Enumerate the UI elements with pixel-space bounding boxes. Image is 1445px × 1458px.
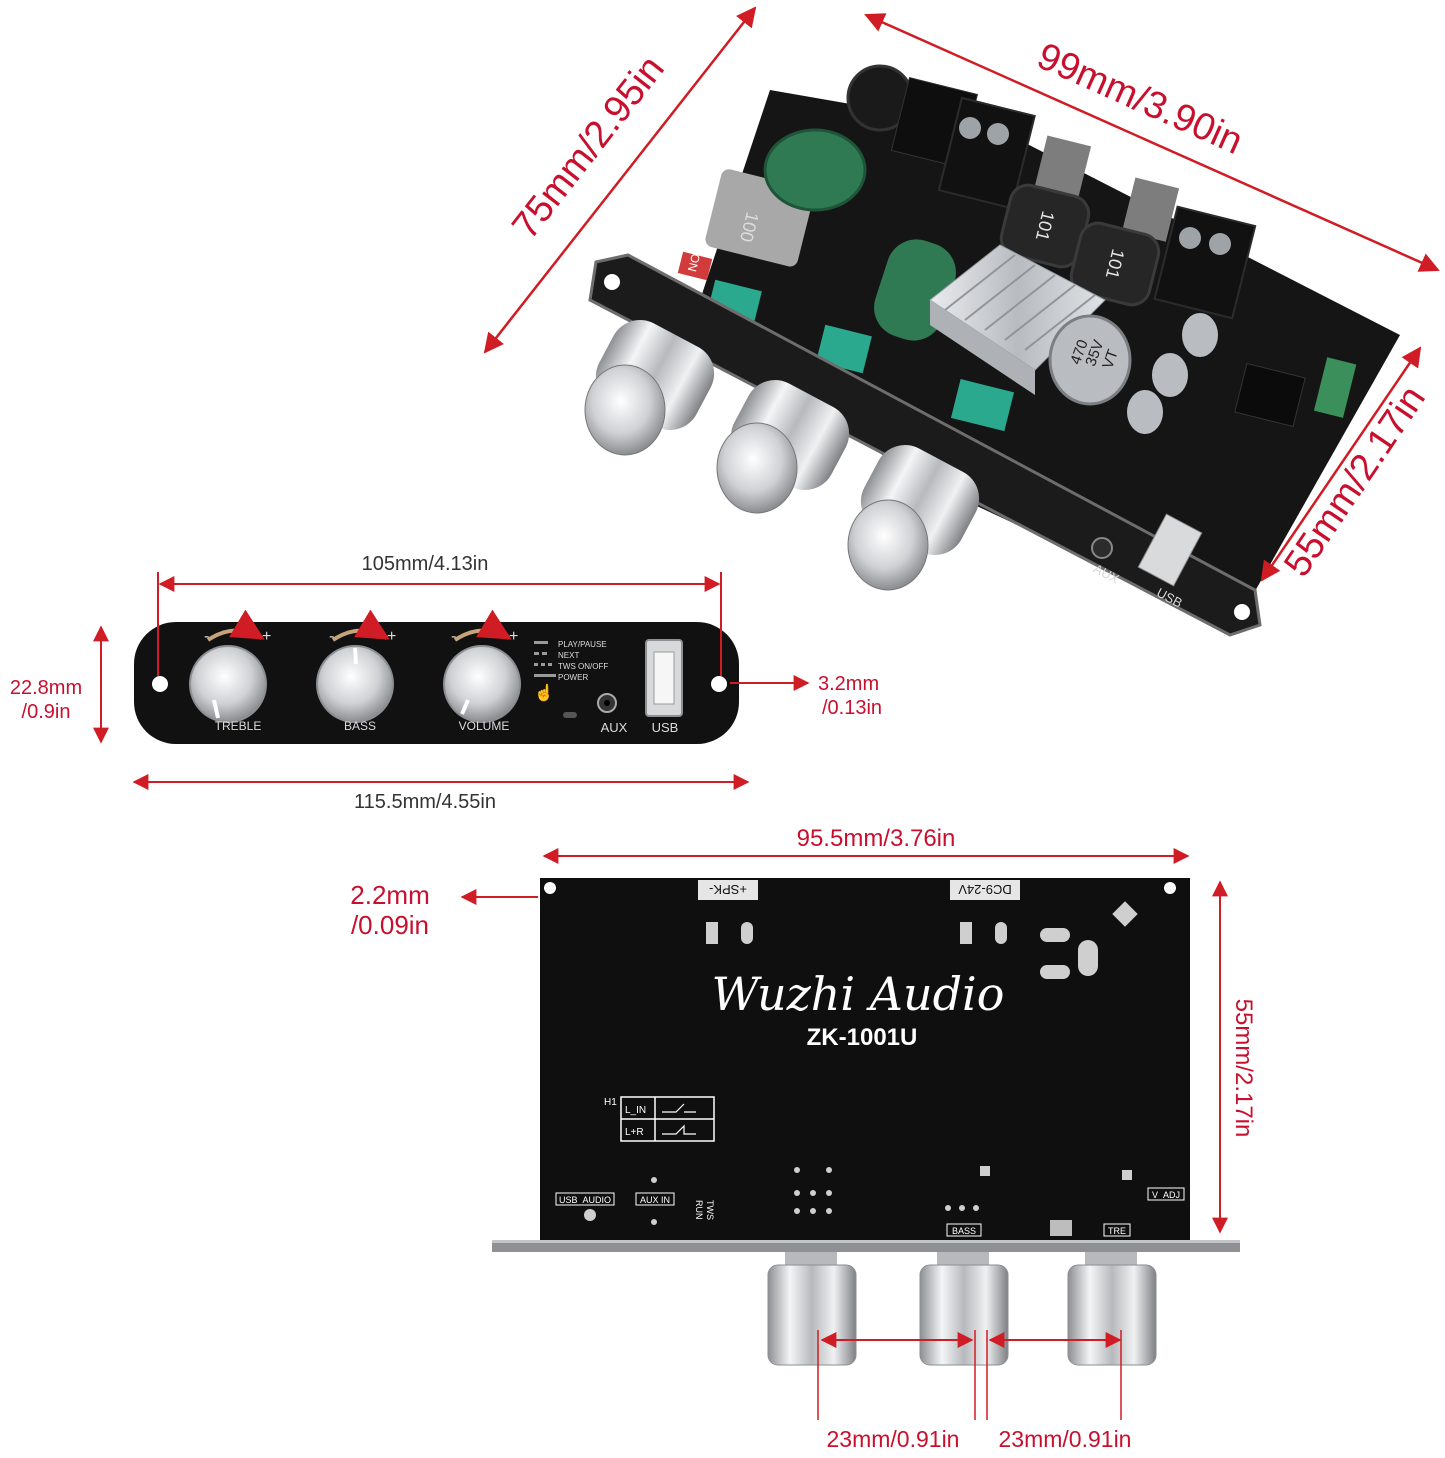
h1-label: H1	[604, 1097, 617, 1108]
v-adj-label: V_ADJ	[1152, 1190, 1180, 1200]
pad-7	[1078, 940, 1098, 976]
knob-bass[interactable]: - + BASS	[316, 609, 396, 733]
dim-bottom-width: 95.5mm/3.76in	[797, 825, 956, 852]
dim-hole-diameter-mm: 3.2mm	[818, 673, 879, 695]
legend-play-pause: PLAY/PAUSE	[558, 640, 607, 649]
bottom-pcb	[540, 878, 1190, 1243]
tre-label: TRE	[1108, 1226, 1126, 1236]
dim-bottom-hole-mm: 2.2mm	[350, 880, 429, 910]
dc-label: DC9-24V	[958, 882, 1012, 897]
small-cap-3	[1127, 390, 1163, 434]
panel-hole-left	[604, 274, 620, 290]
pot-3	[950, 379, 1015, 432]
button-legend: PLAY/PAUSE NEXT TWS ON/OFF POWER ☝	[534, 640, 608, 702]
usb-port[interactable]: USB	[645, 639, 683, 735]
panel-mount-hole-left	[152, 676, 168, 692]
bottom-board-view: +SPK- DC9-24V Wuzhi Audio ZK-1001U H1 L_…	[492, 878, 1240, 1366]
knob-treble-label: TREBLE	[215, 719, 262, 733]
dim-panel-width: 115.5mm/4.55in	[354, 791, 496, 813]
run-label: RUN	[694, 1200, 704, 1220]
pad-1	[706, 922, 718, 944]
dim-knob-spacing-right: 23mm/0.91in	[999, 1426, 1132, 1452]
aux-jack[interactable]: AUX	[597, 693, 628, 735]
terminal-screw-1	[959, 117, 981, 139]
pad-6	[1040, 965, 1070, 979]
capacitor-left	[763, 128, 867, 212]
terminal-screw-4	[1209, 233, 1231, 255]
capacitor-470	[1048, 314, 1132, 406]
dim-line-top-height	[1260, 346, 1422, 582]
bottom-mount-hole-right	[1164, 882, 1176, 894]
rear-knob-left	[767, 1252, 857, 1366]
knob-bass-label: BASS	[344, 719, 376, 733]
panel-view: - + TREBLE - + BASS - + VOLUME PLAY/P	[134, 609, 739, 744]
pot-2	[816, 324, 872, 374]
dim-panel-height-mm: 22.8mm	[10, 677, 82, 699]
pad-3	[960, 922, 972, 944]
pad-5	[1040, 928, 1070, 942]
front-panel	[134, 622, 739, 744]
aux-in-label: AUX IN	[640, 1195, 670, 1205]
top-knob-3	[847, 445, 980, 591]
svg-text:+: +	[262, 628, 271, 645]
top-aux-jack	[1091, 537, 1113, 559]
knob-volume[interactable]: - + VOLUME	[443, 609, 521, 733]
rear-knob-right	[1067, 1252, 1157, 1366]
l-in-label: L_IN	[625, 1105, 646, 1116]
bass-label: BASS	[952, 1226, 976, 1236]
pad-2	[741, 922, 753, 944]
dim-knob-spacing-left: 23mm/0.91in	[827, 1426, 960, 1452]
via-pads	[584, 1166, 1132, 1225]
legend-power: POWER	[558, 673, 588, 682]
tws-label: TWS	[705, 1200, 715, 1220]
spk-label: +SPK-	[709, 882, 747, 897]
panel-hole-right	[1234, 604, 1250, 620]
bottom-mount-hole	[544, 882, 556, 894]
pad-4	[995, 922, 1007, 944]
dim-panel-height-in: /0.9in	[22, 701, 71, 723]
cap-label-3: VT	[1099, 347, 1122, 371]
rear-knob-middle	[919, 1252, 1009, 1366]
usb-label: USB	[652, 720, 679, 735]
terminal-screw-3	[1179, 227, 1201, 249]
svg-text:-: -	[451, 628, 456, 645]
dim-hole-diameter-in: /0.13in	[822, 697, 882, 719]
dim-line-top-depth	[483, 6, 757, 354]
dim-line-top-length	[864, 13, 1440, 272]
knob-treble[interactable]: - + TREBLE	[189, 609, 271, 733]
top-board-view: 100 101 101 47	[584, 64, 1400, 637]
terminal-screw-2	[987, 123, 1009, 145]
jumper-table: H1 L_IN L+R	[604, 1096, 715, 1142]
small-cap-2	[1152, 353, 1188, 397]
top-usb-port	[1137, 513, 1203, 587]
small-cap-1	[1182, 313, 1218, 357]
legend-next: NEXT	[558, 651, 579, 660]
dim-bottom-hole-in: /0.09in	[351, 910, 429, 940]
svg-text:-: -	[204, 628, 209, 645]
hand-icon: ☝	[534, 683, 554, 702]
dim-bottom-height: 55mm/2.17in	[1230, 999, 1257, 1138]
dim-hole-span: 105mm/4.13in	[362, 553, 489, 575]
usb-audio-label: USB_AUDIO	[559, 1195, 611, 1205]
panel-mount-hole-right	[711, 676, 727, 692]
svg-text:-: -	[329, 628, 334, 645]
aux-label: AUX	[601, 720, 628, 735]
legend-tws: TWS ON/OFF	[558, 662, 608, 671]
top-knob-2	[716, 380, 850, 514]
brand-script: Wuzhi Audio	[712, 967, 1005, 1021]
dim-top-depth: 75mm/2.95in	[504, 48, 672, 247]
led-block	[1050, 1220, 1072, 1236]
svg-text:+: +	[509, 628, 518, 645]
ir-window	[563, 712, 577, 718]
l-r-label: L+R	[625, 1127, 644, 1138]
knob-volume-label: VOLUME	[459, 719, 510, 733]
model-number: ZK-1001U	[807, 1024, 918, 1051]
svg-text:+: +	[387, 628, 396, 645]
